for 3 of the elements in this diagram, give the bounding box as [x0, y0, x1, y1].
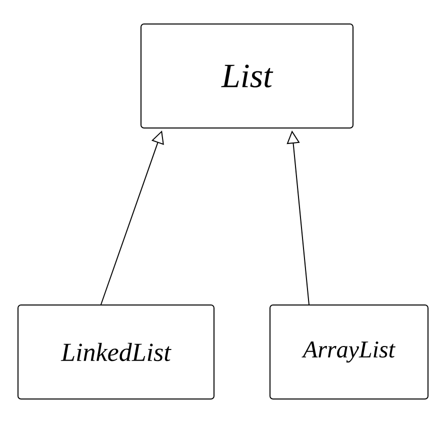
- class-box: LinkedList: [18, 304, 214, 400]
- class-box: List: [140, 24, 354, 128]
- class-box: ArrayList: [270, 304, 428, 400]
